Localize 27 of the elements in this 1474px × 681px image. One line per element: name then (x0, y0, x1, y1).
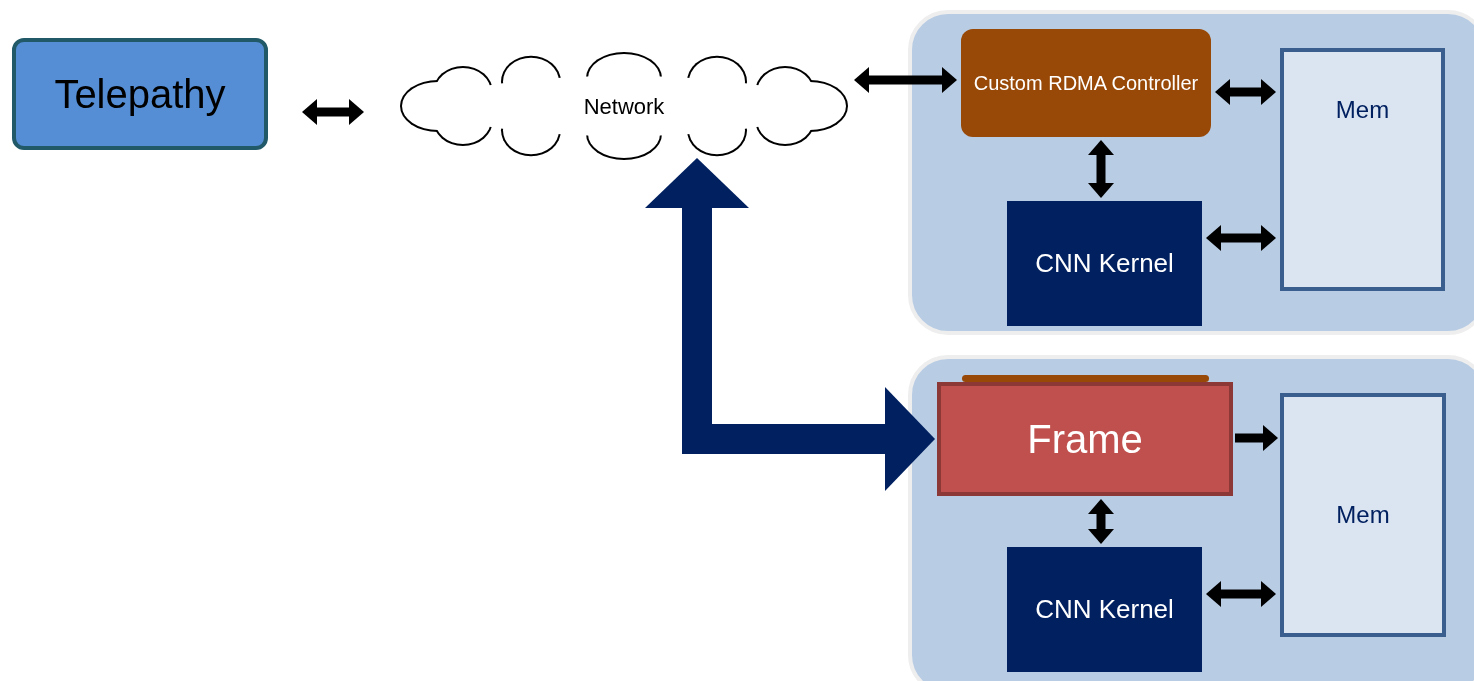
node-label: Telepathy (54, 71, 226, 118)
node-label: Mem (1335, 94, 1390, 125)
kernel-box (1007, 201, 1202, 326)
thick-arrow (645, 158, 935, 491)
node-label: CNN Kernel (1035, 592, 1174, 626)
double-arrow (302, 99, 364, 125)
controller-box (961, 29, 1211, 137)
node-label: CNN Kernel (1035, 246, 1174, 280)
panel-background (908, 10, 1474, 335)
kernel-box (1007, 547, 1202, 672)
double-arrow (1206, 581, 1276, 607)
double-arrow (1215, 79, 1276, 105)
memory-box (1280, 48, 1445, 291)
double-arrow (1088, 140, 1114, 198)
node-label: Custom RDMA Controller (973, 70, 1199, 96)
node-label: Mem (1336, 500, 1390, 530)
double-arrow (1206, 225, 1276, 251)
node-label: Frame (1027, 416, 1143, 463)
node-label: Network (583, 92, 665, 121)
process-box (12, 38, 268, 150)
frame-box (937, 382, 1233, 496)
panel-background (908, 355, 1474, 681)
double-arrow (854, 67, 957, 93)
arrow (1235, 425, 1278, 451)
controller-box (962, 375, 1209, 382)
memory-box (1280, 393, 1446, 637)
double-arrow (1088, 499, 1114, 544)
